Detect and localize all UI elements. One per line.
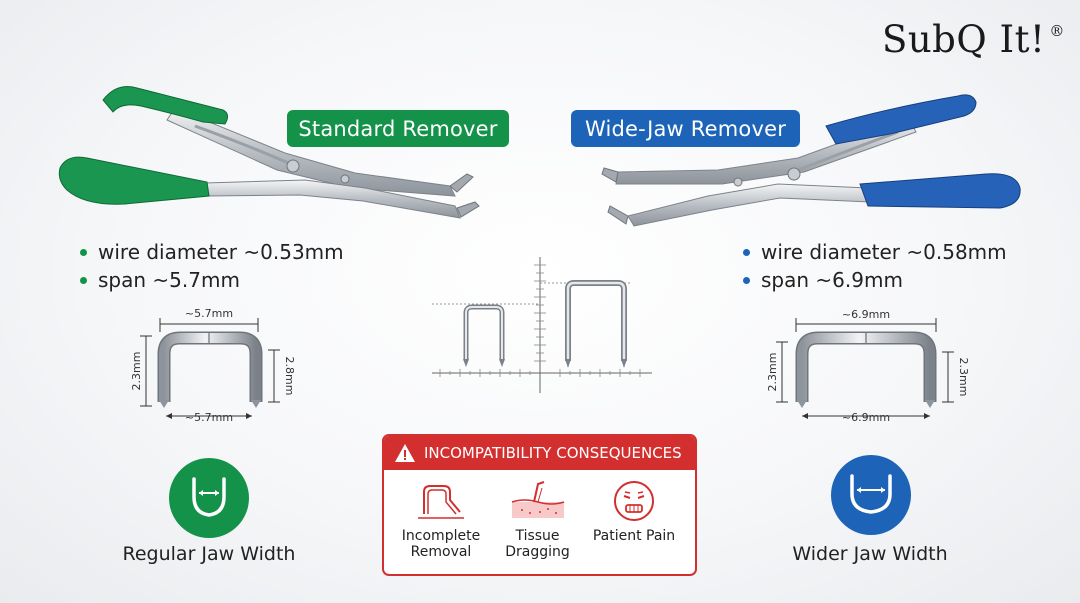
bullet-dot-icon [80,248,87,256]
spec-item: wire diameter ~0.58mm [743,238,1007,266]
bottom-span-dimension: ~5.7mm [185,411,233,424]
bullet-dot-icon [743,248,750,256]
spec-item: span ~6.9mm [743,266,1007,294]
consequence-label: Patient Pain [592,528,676,544]
left-height-dimension: 2.3mm [130,352,143,391]
right-height-dimension: 2.3mm [957,358,970,397]
spec-item: wire diameter ~0.53mm [80,238,344,266]
bullet-dot-icon [80,276,87,284]
logo-text: SubQ It! [882,18,1046,61]
staple-size-comparison [432,257,652,393]
incompatibility-header: INCOMPATIBILITY CONSEQUENCES [384,436,695,470]
standard-remover-label: Standard Remover [287,110,509,147]
wider-jaw-icon [831,455,911,535]
wide-specs-list: wire diameter ~0.58mm span ~6.9mm [743,238,1007,294]
incompatibility-title: INCOMPATIBILITY CONSEQUENCES [424,444,682,462]
consequence-label: Tissue Dragging [505,528,570,560]
warning-icon [394,443,416,463]
consequence-label: Incomplete Removal [401,528,481,560]
wide-staple-diagram: ~6.9mm 2.3mm 2.3mm ~6.9mm [766,308,970,424]
regular-jaw-label: Regular Jaw Width [122,543,296,565]
top-span-dimension: ~6.9mm [842,308,890,321]
spec-text: wire diameter ~0.53mm [98,240,344,264]
right-height-dimension: 2.8mm [283,357,296,396]
incompatibility-panel: INCOMPATIBILITY CONSEQUENCES Incomplete … [382,434,697,576]
regular-jaw-icon [169,458,249,538]
registered-mark: ® [1049,22,1065,40]
bent-staple-icon [418,485,464,519]
consequence-item: Patient Pain [589,478,679,560]
tissue-icon [511,481,564,518]
spec-item: span ~5.7mm [80,266,344,294]
standard-staple-diagram: ~5.7mm 2.3mm 2.8mm ~5.7mm [130,307,296,424]
brand-logo: SubQ It!® [882,18,1065,61]
spec-text: wire diameter ~0.58mm [761,240,1007,264]
pain-face-icon [614,481,654,521]
spec-text: span ~6.9mm [761,268,903,292]
wider-jaw-label: Wider Jaw Width [792,543,948,565]
wide-jaw-remover-label: Wide-Jaw Remover [571,110,800,147]
bullet-dot-icon [743,276,750,284]
consequence-item: Incomplete Removal [396,478,486,560]
wide-jaw-remover-tool-icon [601,94,1021,227]
standard-specs-list: wire diameter ~0.53mm span ~5.7mm [80,238,344,294]
standard-remover-tool-icon [58,86,480,219]
top-span-dimension: ~5.7mm [185,307,233,320]
bottom-span-dimension: ~6.9mm [842,411,890,424]
left-height-dimension: 2.3mm [766,353,779,392]
spec-text: span ~5.7mm [98,268,240,292]
consequence-item: Tissue Dragging [493,478,583,560]
